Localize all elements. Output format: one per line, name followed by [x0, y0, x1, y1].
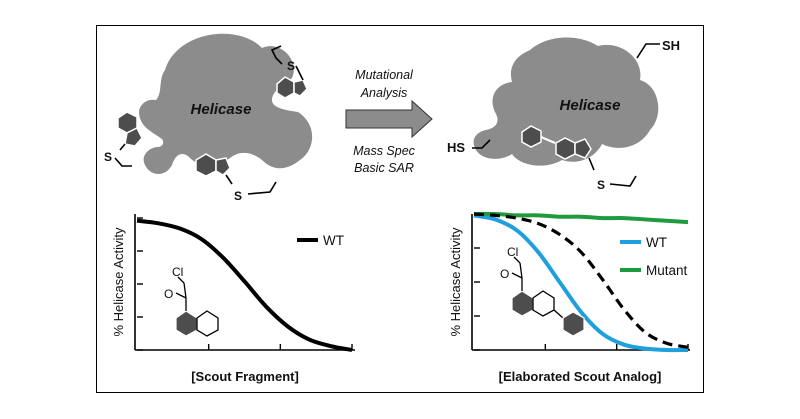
arrow-text-below-1: Mass Spec — [353, 144, 416, 158]
molecule-left-cl: Cl — [172, 265, 183, 279]
process-arrow: Mutational Analysis Mass Spec Basic SAR — [345, 68, 433, 175]
s-label-bottom: S — [234, 189, 242, 203]
s-label-left: S — [104, 150, 112, 164]
figure-frame — [96, 25, 704, 393]
chart-left-ylabel: % Helicase Activity — [111, 227, 126, 337]
chart-right-ylabel: % Helicase Activity — [448, 227, 463, 337]
molecule-right-o: O — [500, 267, 509, 281]
fragment-bottom: S — [195, 153, 277, 203]
fragment-left: S — [104, 111, 143, 167]
s-label-upper: S — [287, 59, 295, 73]
molecule-right: O Cl — [500, 245, 585, 337]
helicase-right-blob — [473, 37, 659, 166]
analog-bound: S — [521, 125, 637, 192]
arrow-shape — [345, 99, 433, 139]
chart-right-xlabel: [Elaborated Scout Analog] — [499, 369, 662, 384]
molecule-right-cl: Cl — [507, 245, 518, 259]
chart-right-legend-mutant: Mutant — [646, 263, 688, 278]
molecule-left: O Cl — [164, 265, 219, 337]
chart-right-series-dashed — [473, 212, 689, 349]
helicase-right-label: Helicase — [560, 97, 621, 114]
helicase-right: Helicase S SH HS — [447, 37, 680, 192]
hs-label: HS — [447, 140, 465, 155]
chart-right-legend-wt: WT — [646, 235, 667, 250]
chart-right-series-wt — [473, 213, 689, 353]
chart-right: % Helicase Activity [Elaborated Scout An… — [448, 211, 690, 384]
sh-label: SH — [662, 38, 680, 53]
chart-left-legend-wt: WT — [323, 233, 344, 248]
sh-tether — [636, 43, 660, 59]
chart-left-xlabel: [Scout Fragment] — [191, 369, 299, 384]
arrow-text-below-2: Basic SAR — [354, 161, 414, 175]
arrow-text-above-1: Mutational — [355, 68, 414, 82]
molecule-left-o: O — [164, 287, 173, 301]
chart-right-series-mutant — [473, 211, 689, 225]
hs-tether — [472, 139, 491, 149]
helicase-left-label: Helicase — [191, 101, 252, 118]
helicase-left-blob — [139, 33, 313, 175]
fragment-upper-right: S — [270, 45, 308, 99]
chart-left: % Helicase Activity [Scout Fragment] WT … — [111, 214, 355, 384]
chart-left-series-wt — [136, 218, 353, 352]
arrow-text-above-2: Analysis — [360, 86, 408, 100]
helicase-left: Helicase S S S — [104, 33, 313, 203]
s-label-right: S — [597, 178, 605, 192]
